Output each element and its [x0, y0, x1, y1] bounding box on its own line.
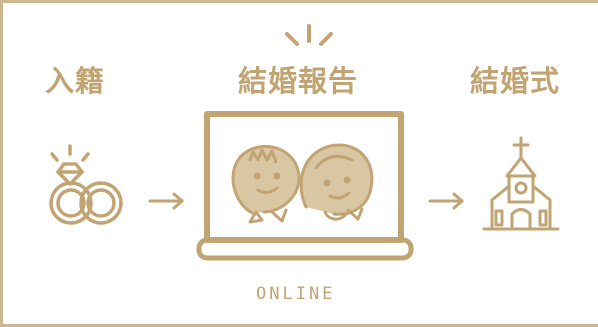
step-1-label: 入籍 [45, 64, 106, 98]
person-right-icon [299, 143, 374, 221]
wedding-rings-icon [49, 144, 123, 225]
arrow-right-icon [148, 192, 184, 210]
laptop-couple-icon [196, 111, 414, 261]
sparkle-icon [285, 24, 333, 46]
arrow-right-icon [428, 192, 464, 210]
chapel-icon [482, 136, 560, 231]
online-caption: ONLINE [256, 284, 336, 304]
person-left-icon [231, 144, 301, 224]
step-3-label: 結婚式 [470, 64, 561, 98]
step-2-label: 結婚報告 [238, 64, 359, 98]
